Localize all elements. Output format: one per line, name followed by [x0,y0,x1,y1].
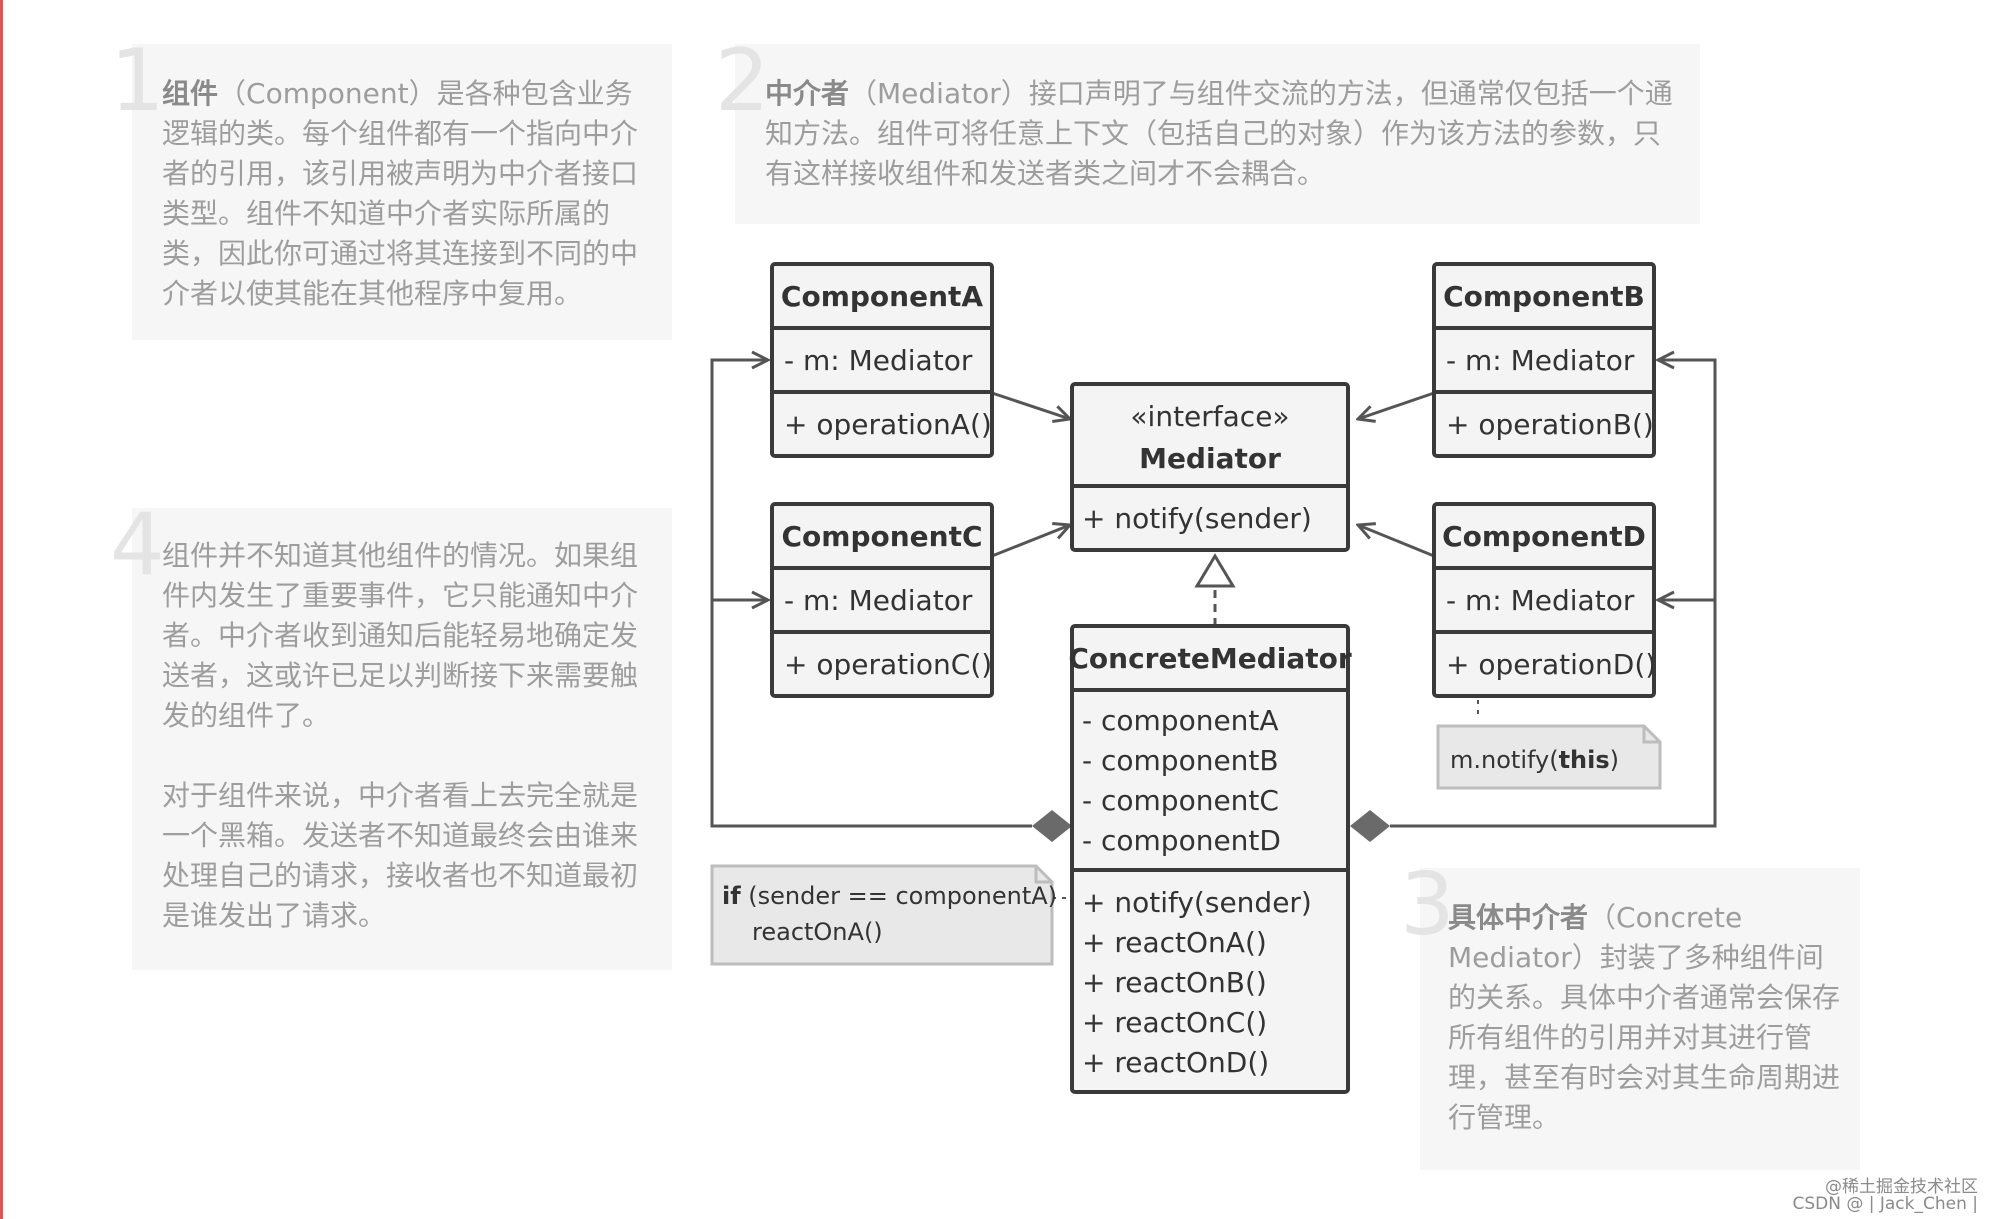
class-field: - m: Mediator [1446,344,1635,377]
class-method: + operationD() [1446,648,1656,681]
class-method: + operationC() [784,648,992,681]
note-paragraph: 组件并不知道其他组件的情况。如果组件内发生了重要事件，它只能通知中介者。中介者收… [162,539,639,732]
code-text: (sender == componentA) [741,882,1057,910]
note-components-unaware: 4 组件并不知道其他组件的情况。如果组件内发生了重要事件，它只能通知中介者。中介… [110,502,672,970]
note-fold [1642,726,1660,744]
note-text: 具体中介者（Concrete Mediator）封装了多种组件间的关系。具体中介… [1448,898,1848,1138]
note-title: 具体中介者 [1448,901,1589,934]
class-box [770,502,994,698]
class-name: ComponentC [781,520,982,553]
class-component-b: ComponentB - m: Mediator + operationB() [1432,262,1656,458]
class-box [1070,624,1350,1094]
class-method: + operationA() [784,408,992,441]
class-box [770,262,994,458]
note-component: 1 组件（Component）是各种包含业务逻辑的类。每个组件都有一个指向中介者… [110,38,672,340]
code-note-if: if (sender == componentA) reactOnA() [710,864,1057,966]
association-d-mediator [1358,525,1435,558]
note-code: reactOnA() [752,918,883,946]
class-name: ConcreteMediator [1068,642,1352,675]
note-mediator: 2 中介者（Mediator）接口声明了与组件交流的方法，但通常仅包括一个通知方… [715,38,1700,224]
note-number: 3 [1400,855,1455,955]
class-method: + reactOnD() [1082,1046,1269,1079]
note-code: m.notify(this) [1450,746,1619,774]
association-a-mediator [991,391,1070,419]
note-concrete-mediator: 3 具体中介者（Concrete Mediator）封装了多种组件间的关系。具体… [1400,862,1860,1170]
class-method: + reactOnA() [1082,926,1267,959]
note-shape [710,864,1054,966]
note-number: 4 [110,495,165,595]
code-text: m.notify( [1450,746,1559,774]
composition-diamond-right [1350,810,1390,842]
class-component-d: ComponentD - m: Mediator + operationD() [1432,502,1656,698]
class-field: - componentA [1082,704,1279,737]
left-edge-bar [0,0,3,1219]
composition-diamond-left [1032,810,1072,842]
note-paragraph: 对于组件来说，中介者看上去完全就是一个黑箱。发送者不知道最终会由谁来处理自己的请… [162,779,639,932]
class-box [1070,382,1350,552]
class-name: ComponentA [781,280,983,313]
class-field: - componentB [1082,744,1279,777]
class-method: + operationB() [1446,408,1654,441]
note-body: （Component）是各种包含业务逻辑的类。每个组件都有一个指向中介者的引用，… [162,77,639,310]
note-text: 中介者（Mediator）接口声明了与组件交流的方法，但通常仅包括一个通知方法。… [765,74,1675,194]
class-field: - m: Mediator [1446,584,1635,617]
note-body: （Mediator）接口声明了与组件交流的方法，但通常仅包括一个通知方法。组件可… [765,77,1673,190]
class-concrete-mediator: ConcreteMediator - componentA - componen… [1068,624,1352,1094]
class-component-a: ComponentA - m: Mediator + operationA() [770,262,994,458]
class-field: - m: Mediator [784,344,973,377]
note-title: 中介者 [765,77,850,110]
class-box [1432,502,1656,698]
note-text: 组件（Component）是各种包含业务逻辑的类。每个组件都有一个指向中介者的引… [162,74,652,314]
connectors [710,360,1717,899]
class-component-c: ComponentC - m: Mediator + operationC() [770,502,994,698]
realization-triangle [1194,553,1236,588]
note-title: 组件 [162,77,219,110]
class-mediator-interface: «interface» Mediator + notify(sender) [1070,382,1350,552]
class-box [1432,262,1656,458]
class-method: + notify(sender) [1082,886,1312,919]
note-shape [1436,724,1662,790]
note-fold [1034,866,1052,884]
class-name: ComponentD [1442,520,1646,553]
class-field: - componentC [1082,784,1279,817]
class-method: + reactOnC() [1082,1006,1267,1039]
class-method: + reactOnB() [1082,966,1267,999]
code-note-notify: m.notify(this) [1436,724,1662,790]
association-c-mediator [991,525,1070,558]
class-stereotype: «interface» [1130,400,1289,433]
class-field: - componentD [1082,824,1281,857]
code-keyword: if [722,882,741,910]
note-number: 1 [110,31,165,131]
class-field: - m: Mediator [784,584,973,617]
class-method: + notify(sender) [1082,502,1312,535]
class-name: Mediator [1139,442,1281,475]
watermark-credit: @稀土掘金技术社区 [1825,1177,1978,1197]
note-number: 2 [715,31,770,131]
note-text: 组件并不知道其他组件的情况。如果组件内发生了重要事件，它只能通知中介者。中介者收… [162,536,652,936]
note-code: if (sender == componentA) [722,882,1057,910]
code-keyword: this [1559,746,1610,774]
code-text: ) [1610,746,1619,774]
note-body: （Concrete Mediator）封装了多种组件间的关系。具体中介者通常会保… [1448,901,1841,1134]
watermark-credit: CSDN @ | Jack_Chen | [1792,1194,1978,1214]
association-b-mediator [1358,391,1435,419]
class-name: ComponentB [1443,280,1645,313]
